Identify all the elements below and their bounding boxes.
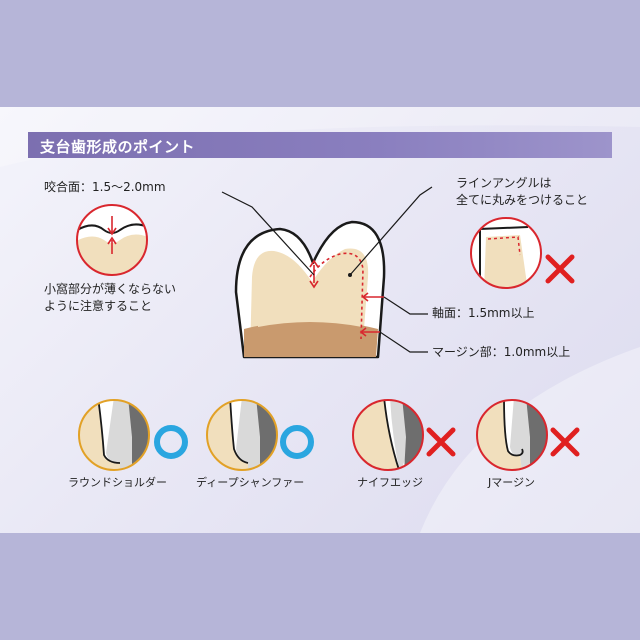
round-shoulder-illustration [78,399,150,471]
label-occlusal: 咬合面：1.5～2.0mm [44,180,166,194]
leader-occlusal [221,191,315,276]
caption-round-shoulder: ラウンドショルダー [68,476,167,489]
pit-detail-illustration [76,204,148,276]
title-bar: 支台歯形成のポイント [28,132,612,158]
deep-chamfer-illustration [206,399,278,471]
label-axial: 軸面：1.5mm以上 [432,306,535,320]
caption-j-margin: Jマージン [488,476,536,489]
label-pit-2: ように注意すること [44,299,153,313]
leader-margin [379,331,428,353]
diagram-panel: 支台歯形成のポイント [0,107,640,533]
ok-circle-icon [154,425,188,459]
cross-icon [550,427,580,457]
main-tooth-illustration [221,186,433,359]
leader-axial [383,296,428,315]
label-margin: マージン部：1.0mm以上 [432,345,571,359]
knife-edge-illustration [352,399,424,471]
leader-line-angle [349,186,433,276]
label-line-angle-2: 全てに丸みをつけること [456,193,589,207]
line-angle-trace [309,252,364,340]
cross-icon [426,427,456,457]
cross-icon [545,254,575,284]
caption-deep-chamfer: ディープシャンファー [196,476,305,489]
label-pit-1: 小窩部分が薄くならない [44,282,177,296]
caption-knife-edge: ナイフエッジ [357,476,423,489]
j-margin-illustration [476,399,548,471]
sharp-angle-illustration [470,217,542,289]
gum-base [244,320,378,357]
page-title: 支台歯形成のポイント [40,138,196,156]
ok-circle-icon [280,425,314,459]
label-line-angle-1: ラインアングルは [456,176,552,190]
